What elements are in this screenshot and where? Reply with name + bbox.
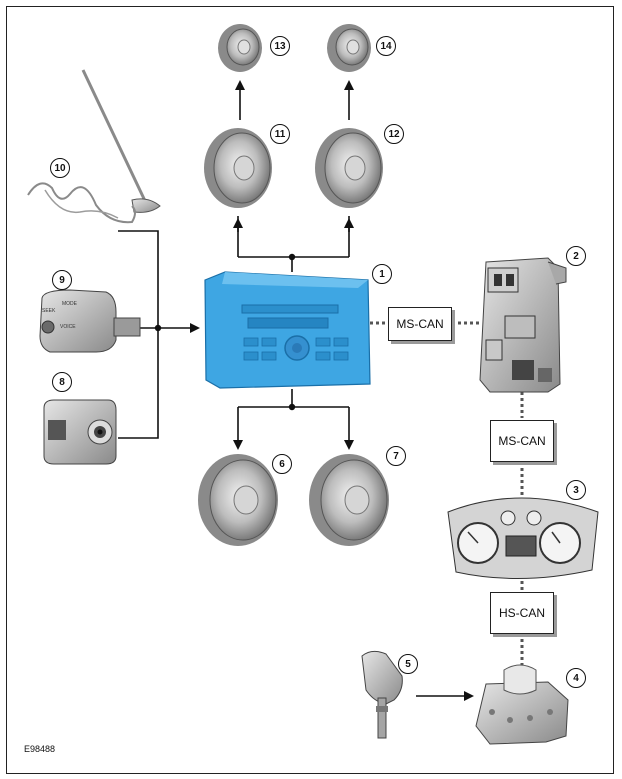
callout-7: 7: [386, 446, 406, 466]
callout-14: 14: [376, 36, 396, 56]
callout-8: 8: [52, 372, 72, 392]
junction-dots: [154, 253, 296, 411]
speaker-12-icon: [315, 128, 383, 208]
callout-5: 5: [398, 654, 418, 674]
speaker-11-icon: [204, 128, 272, 208]
instrument-cluster-icon: [447, 497, 599, 579]
callout-3: 3: [566, 480, 586, 500]
callout-13: 13: [270, 36, 290, 56]
body-control-module-icon: [479, 257, 567, 393]
callout-9: 9: [52, 270, 72, 290]
callout-10: 10: [50, 158, 70, 178]
ms-can-label-audio: MS-CAN: [388, 307, 452, 341]
callout-1: 1: [372, 264, 392, 284]
diagram-frame: [6, 6, 614, 774]
speaker-7-icon: [309, 454, 389, 546]
callout-2: 2: [566, 246, 586, 266]
svg-text:MODE: MODE: [62, 301, 78, 307]
left-input-bracket: [118, 230, 159, 439]
ms-can-label-cluster: MS-CAN: [490, 420, 554, 462]
key-sensor-icon: [361, 650, 403, 739]
speaker-6-icon: [198, 454, 278, 546]
tweeter-14-icon: [327, 24, 371, 72]
callout-11: 11: [270, 124, 290, 144]
antenna-icon: [27, 69, 161, 224]
callout-6: 6: [272, 454, 292, 474]
audio-unit-icon: [204, 271, 371, 389]
upper-speaker-branch: [237, 216, 350, 272]
hs-can-label: HS-CAN: [490, 592, 554, 634]
svg-text:VOICE: VOICE: [60, 324, 76, 330]
svg-text:SEEK: SEEK: [42, 308, 56, 314]
tweeter-13-icon: [218, 24, 262, 72]
aux-socket-icon: [43, 399, 117, 465]
callout-12: 12: [384, 124, 404, 144]
steering-switch-icon: MODE SEEK VOICE: [39, 289, 141, 353]
figure-reference: E98488: [24, 744, 56, 754]
control-module-4-icon: [475, 664, 569, 745]
callout-4: 4: [566, 668, 586, 688]
connection-lines: [118, 80, 474, 701]
